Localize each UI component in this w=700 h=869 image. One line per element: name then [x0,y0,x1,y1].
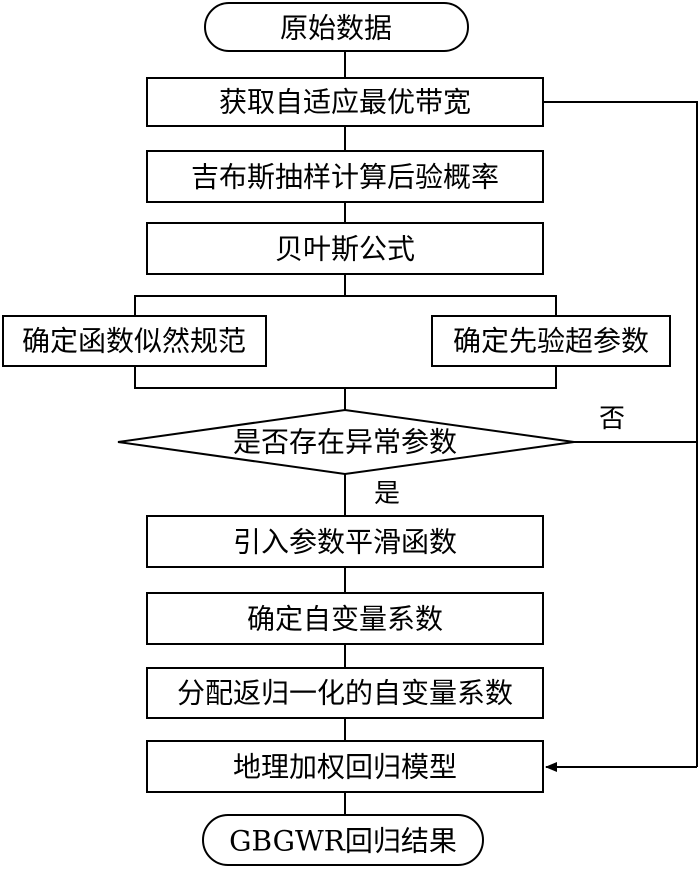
step-normalized-coefficients-label: 分配返归一化的自变量系数 [177,677,513,710]
step-coefficients: 确定自变量系数 [146,592,544,645]
start-label: 原始数据 [280,12,392,45]
step-likelihood-spec-label: 确定函数似然规范 [22,325,246,358]
step-bayes-formula: 贝叶斯公式 [146,222,544,275]
edge-branch-top [134,295,557,316]
end-node: GBGWR回归结果 [202,814,484,866]
step-likelihood-spec: 确定函数似然规范 [2,315,267,367]
step-adaptive-bandwidth-label: 获取自适应最优带宽 [219,86,471,119]
step-prior-hyperparams: 确定先验超参数 [431,315,671,367]
edge-branch-bottom [134,366,557,389]
step-prior-hyperparams-label: 确定先验超参数 [453,325,649,358]
start-node: 原始数据 [204,2,469,52]
step-gwr-model: 地理加权回归模型 [146,740,544,793]
step-normalized-coefficients: 分配返归一化的自变量系数 [146,667,544,719]
edge-label-yes: 是 [374,479,400,509]
step-coefficients-label: 确定自变量系数 [247,603,443,636]
end-label: GBGWR回归结果 [229,825,457,858]
decision-anomaly: 是否存在异常参数 [117,408,575,476]
step-smoothing-function-label: 引入参数平滑函数 [233,526,457,559]
step-bayes-formula-label: 贝叶斯公式 [275,233,415,266]
decision-anomaly-label: 是否存在异常参数 [233,426,457,459]
edge-loop-right [543,101,698,767]
connectors [134,51,698,815]
step-gibbs-sampling-label: 吉布斯抽样计算后验概率 [191,161,499,194]
step-smoothing-function: 引入参数平滑函数 [146,515,544,568]
step-gwr-model-label: 地理加权回归模型 [233,751,457,784]
step-adaptive-bandwidth: 获取自适应最优带宽 [146,77,544,127]
step-gibbs-sampling: 吉布斯抽样计算后验概率 [146,150,544,203]
edge-label-no: 否 [599,404,625,434]
